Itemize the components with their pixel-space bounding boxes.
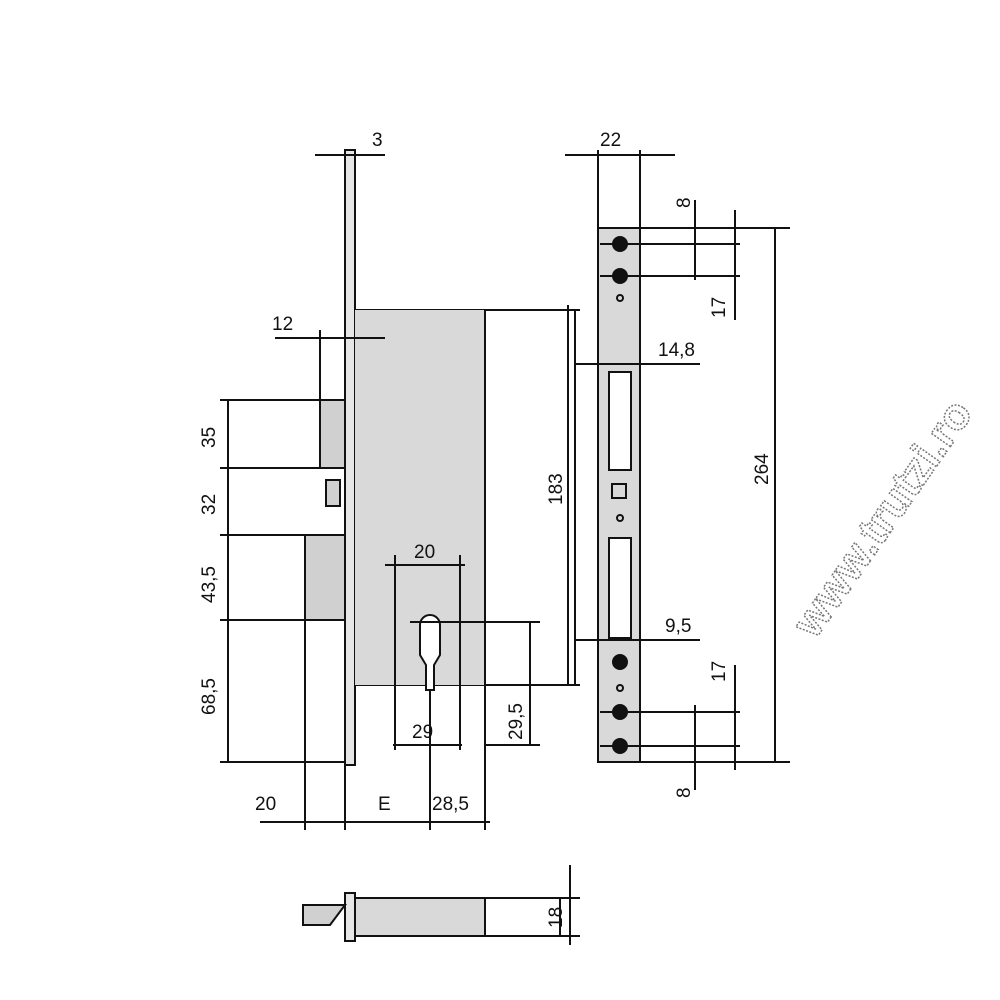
small-hole xyxy=(616,514,624,522)
strike-plate-view xyxy=(565,150,790,790)
deadbolt xyxy=(304,534,346,621)
dim-29: 29 xyxy=(412,722,433,743)
dim-3: 3 xyxy=(372,130,383,151)
dim-17-bottom: 17 xyxy=(709,661,730,682)
dim-e: E xyxy=(378,794,391,815)
small-hole xyxy=(616,294,624,302)
dim-14-8: 14,8 xyxy=(658,340,695,361)
dim-28-5: 28,5 xyxy=(432,794,469,815)
dim-22: 22 xyxy=(600,130,621,151)
dim-8-top: 8 xyxy=(674,197,695,208)
latch xyxy=(319,399,346,469)
dim-8-bottom: 8 xyxy=(674,787,695,798)
dim-17-top: 17 xyxy=(709,297,730,318)
latch-opening xyxy=(608,371,632,471)
adjuster xyxy=(611,483,627,499)
dim-12: 12 xyxy=(272,314,293,335)
dim-32: 32 xyxy=(199,494,220,515)
dim-18: 18 xyxy=(546,907,567,928)
dimension-labels: 3 22 12 35 32 43,5 68,5 20 E 28,5 20 29 … xyxy=(199,130,773,928)
small-hole xyxy=(616,684,624,692)
faceplate xyxy=(344,149,356,766)
lock-bottom-view xyxy=(302,865,580,945)
trigger xyxy=(325,479,341,507)
bolt-opening xyxy=(608,537,632,639)
dim-43-5: 43,5 xyxy=(199,566,220,603)
dim-264: 264 xyxy=(752,453,773,485)
dim-68-5: 68,5 xyxy=(199,678,220,715)
dim-9-5: 9,5 xyxy=(665,616,691,637)
dim-20: 20 xyxy=(255,794,276,815)
dim-29-5: 29,5 xyxy=(506,703,527,740)
watermark: www.trutzi.ro xyxy=(782,391,982,647)
dim-183: 183 xyxy=(546,473,567,505)
lock-side-view xyxy=(220,149,580,830)
dim-35: 35 xyxy=(199,427,220,448)
dim-20-cylinder: 20 xyxy=(414,542,435,563)
screw-hole xyxy=(612,654,628,670)
strike-plate xyxy=(597,227,641,763)
